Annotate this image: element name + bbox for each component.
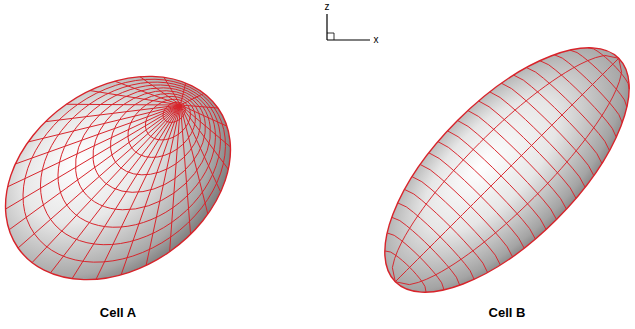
mesh-meridian	[115, 58, 181, 128]
cell-label: Cell A	[100, 306, 136, 320]
cell-b-outline	[346, 9, 635, 329]
right-angle-mark	[327, 33, 334, 40]
mesh-meridian	[180, 90, 204, 108]
mesh-meridian	[180, 95, 230, 156]
mesh-meridian	[7, 105, 183, 230]
cell-a-body	[0, 34, 270, 321]
mesh-meridian	[82, 105, 245, 265]
cell-b-body	[346, 9, 635, 329]
mesh-parallel	[0, 41, 261, 300]
axis-label: z	[325, 1, 330, 12]
x-axis	[327, 39, 370, 40]
z-axis	[326, 14, 327, 40]
cell-b-ellipsoid	[346, 9, 635, 329]
mesh-meridian	[140, 67, 180, 115]
mesh-meridian	[66, 51, 180, 158]
mesh-meridian	[172, 83, 194, 105]
cell-a-mesh	[0, 34, 270, 321]
cell-a-ellipsoid	[0, 34, 270, 321]
cell-b-mesh	[346, 9, 635, 329]
mesh-long-line	[395, 58, 618, 281]
mesh-meridian	[45, 53, 180, 174]
mesh-meridian	[162, 77, 182, 105]
mesh-meridian	[28, 58, 180, 188]
mesh-meridian	[90, 53, 181, 143]
mesh-meridian	[7, 105, 206, 263]
mesh-parallel	[9, 48, 251, 278]
cell-label: Cell B	[489, 306, 526, 320]
mesh-meridian	[6, 93, 181, 222]
mesh-meridian	[8, 79, 181, 213]
mesh-parallel	[31, 56, 243, 257]
mesh-long-line	[395, 58, 635, 309]
mesh-meridian	[104, 105, 246, 252]
mesh-meridian	[61, 105, 241, 275]
mesh-long-line	[368, 31, 619, 282]
mesh-meridian	[4, 105, 194, 248]
axis-triad	[327, 14, 370, 40]
cell-a-outline	[0, 34, 270, 321]
mesh-meridian	[14, 105, 216, 273]
axis-label: x	[374, 34, 379, 45]
